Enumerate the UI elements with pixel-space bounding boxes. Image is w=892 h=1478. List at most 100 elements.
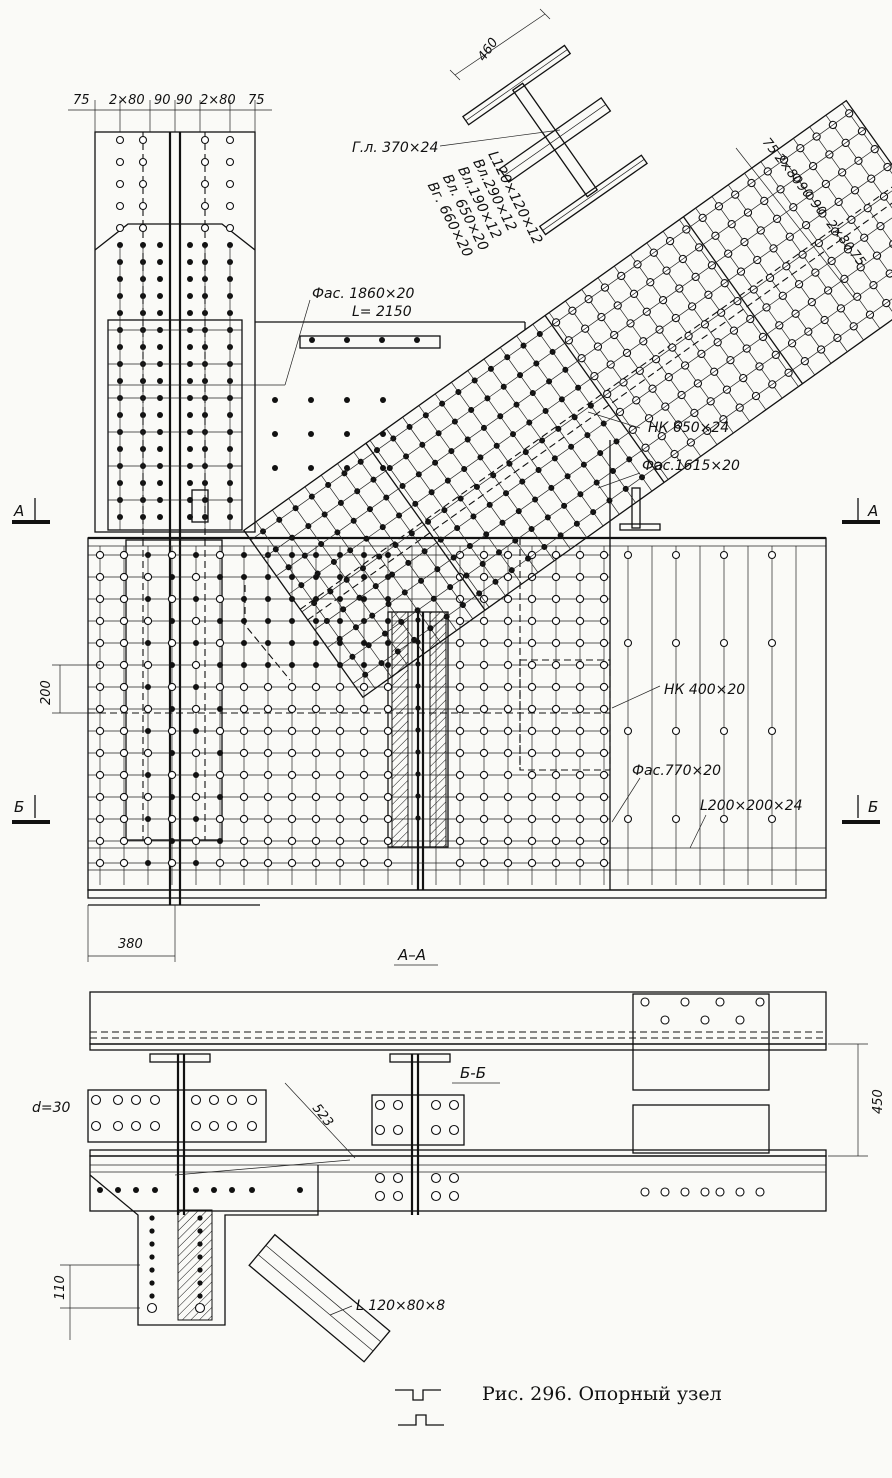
rivet-filled [157,293,163,299]
rivet-open [143,572,153,582]
rivet-open [95,814,105,824]
rivet-filled [193,684,199,690]
rivet-filled [197,1293,203,1299]
rivet-filled [169,750,175,756]
rivet-filled [157,344,163,350]
rivet-open [138,135,148,145]
rivet-open [287,704,297,714]
rivet-filled [289,640,295,646]
rivet-open [95,704,105,714]
rivet-open [479,638,489,648]
rivet-open [479,770,489,780]
rivet-filled [313,662,319,668]
rivet-open [599,770,609,780]
rivet-open [575,836,585,846]
rivet-open [191,748,201,758]
rivet-filled [289,618,295,624]
rivet-filled [157,276,163,282]
rivet-filled [241,662,247,668]
rivet-open [208,1120,220,1132]
rivet-open [191,704,201,714]
rivet-filled [337,618,343,624]
rivet-open [479,616,489,626]
dim-top-4: 2×80 [200,93,236,108]
rivet-open [287,726,297,736]
rivet-open [119,682,129,692]
rivet-filled [157,259,163,265]
rivet-open [551,616,561,626]
rivet-open [287,770,297,780]
rivet-open [239,836,249,846]
rivet-open [430,1190,442,1202]
rivet-open [95,770,105,780]
rivet-filled [193,728,199,734]
rivet-open [359,726,369,736]
rivet-filled [415,661,421,667]
fas1860-label: Фас. 1860×20 [312,286,414,302]
rivet-open [503,594,513,604]
rivet-open [311,792,321,802]
diag-member-specs: L120×120×12 Вл.290×12 Вл.190×12 Вл. 650×… [424,149,545,260]
rivet-open [335,770,345,780]
rivet-filled [149,1293,155,1299]
rivet-filled [197,1215,203,1221]
rivet-open [374,1099,386,1111]
rivet-open [527,792,537,802]
rivet-open [660,1187,670,1197]
rivet-open [215,726,225,736]
rivet-open [115,179,125,189]
rivet-open [479,748,489,758]
rivet-open [551,660,561,670]
section-mark-A-left: А [13,502,24,520]
rivet-open [599,550,609,560]
rivet-filled [197,1267,203,1273]
rivet-open [383,814,393,824]
rivet-open [119,638,129,648]
rivet-open [239,704,249,714]
section-mark-B-left: Б [14,798,24,816]
rivet-open [479,836,489,846]
section-mark-A-right: А [867,502,878,520]
fas770-label: Фас.770×20 [632,763,721,779]
rivet-open [455,770,465,780]
rivet-open [755,997,765,1007]
rivet-open [95,858,105,868]
rivet-filled [241,596,247,602]
rivet-filled [217,706,223,712]
rivet-open [735,1187,745,1197]
rivet-open [479,792,489,802]
section-markers [12,498,880,824]
rivet-open [719,638,729,648]
rivet-open [479,704,489,714]
rivet-open [119,858,129,868]
rivet-filled [289,552,295,558]
rivet-filled [217,662,223,668]
rivet-open [527,748,537,758]
rivet-open [239,770,249,780]
rivet-open [448,1190,460,1202]
rivet-open [430,1172,442,1184]
rivet-open [640,997,650,1007]
rivet-open [119,660,129,670]
rivet-filled [157,310,163,316]
rivet-filled [289,662,295,668]
rivet-open [575,792,585,802]
rivet-open [503,814,513,824]
rivet-open [167,858,177,868]
rivet-open [383,726,393,736]
rivet-open [190,1120,202,1132]
rivet-open [455,638,465,648]
rivet-open [115,135,125,145]
rivet-open [575,682,585,692]
rivet-open [226,1120,238,1132]
rivet-filled [313,618,319,624]
rivet-open [575,660,585,670]
rivet-filled [145,596,151,602]
diagonal-member [242,99,892,699]
rivet-open [551,792,561,802]
rivet-open [115,157,125,167]
top-dimension-labels: 75 2×80 90 90 2×80 75 [73,93,265,108]
rivet-filled [187,446,193,452]
rivet-filled [145,684,151,690]
rivet-open [383,836,393,846]
